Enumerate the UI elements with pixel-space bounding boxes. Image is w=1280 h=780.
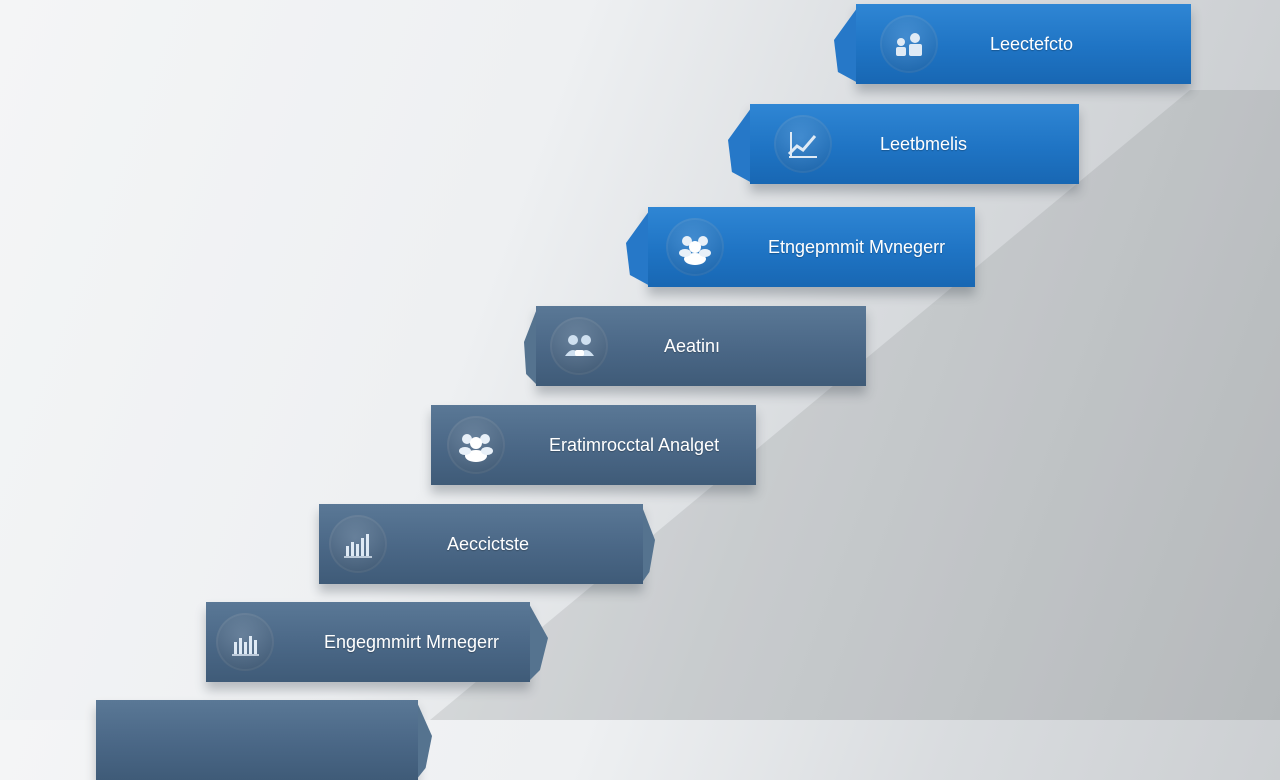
step-8-arrow-tip: [416, 700, 432, 780]
step-7-label: Engegmmirt Mrnegerr: [324, 632, 500, 652]
step-3-label: Etngepmmit Mvnegerr: [768, 237, 946, 257]
team-icon: [550, 317, 608, 375]
step-6-label: Aeccictste: [447, 534, 530, 554]
step-4-label: Aeatinı: [664, 336, 721, 356]
step-8: [96, 700, 432, 780]
step-7-arrow-tip: [528, 602, 548, 682]
step-1: Leectefcto: [834, 4, 1191, 84]
step-7: Engegmmirt Mrnegerr: [206, 602, 548, 682]
step-2-label: Leetbmelis: [880, 134, 968, 154]
step-4: Aeatinı: [524, 306, 866, 386]
bar-chart-icon: [216, 613, 274, 671]
trend-chart-icon: [774, 115, 832, 173]
group-icon: [666, 218, 724, 276]
step-6-arrow-tip: [641, 504, 655, 584]
people-icon: [447, 416, 505, 474]
bar-chart-icon: [329, 515, 387, 573]
step-5-label: Eratimrocctal Analget: [549, 435, 720, 455]
building-icon: [880, 15, 938, 73]
step-3: Etngepmmit Mvnegerr: [626, 207, 975, 287]
step-6: Aeccictste: [319, 504, 655, 584]
step-2: Leetbmelis: [728, 104, 1079, 184]
step-5: Eratimrocctal Analget: [431, 405, 756, 485]
step-1-label: Leectefcto: [990, 34, 1074, 54]
